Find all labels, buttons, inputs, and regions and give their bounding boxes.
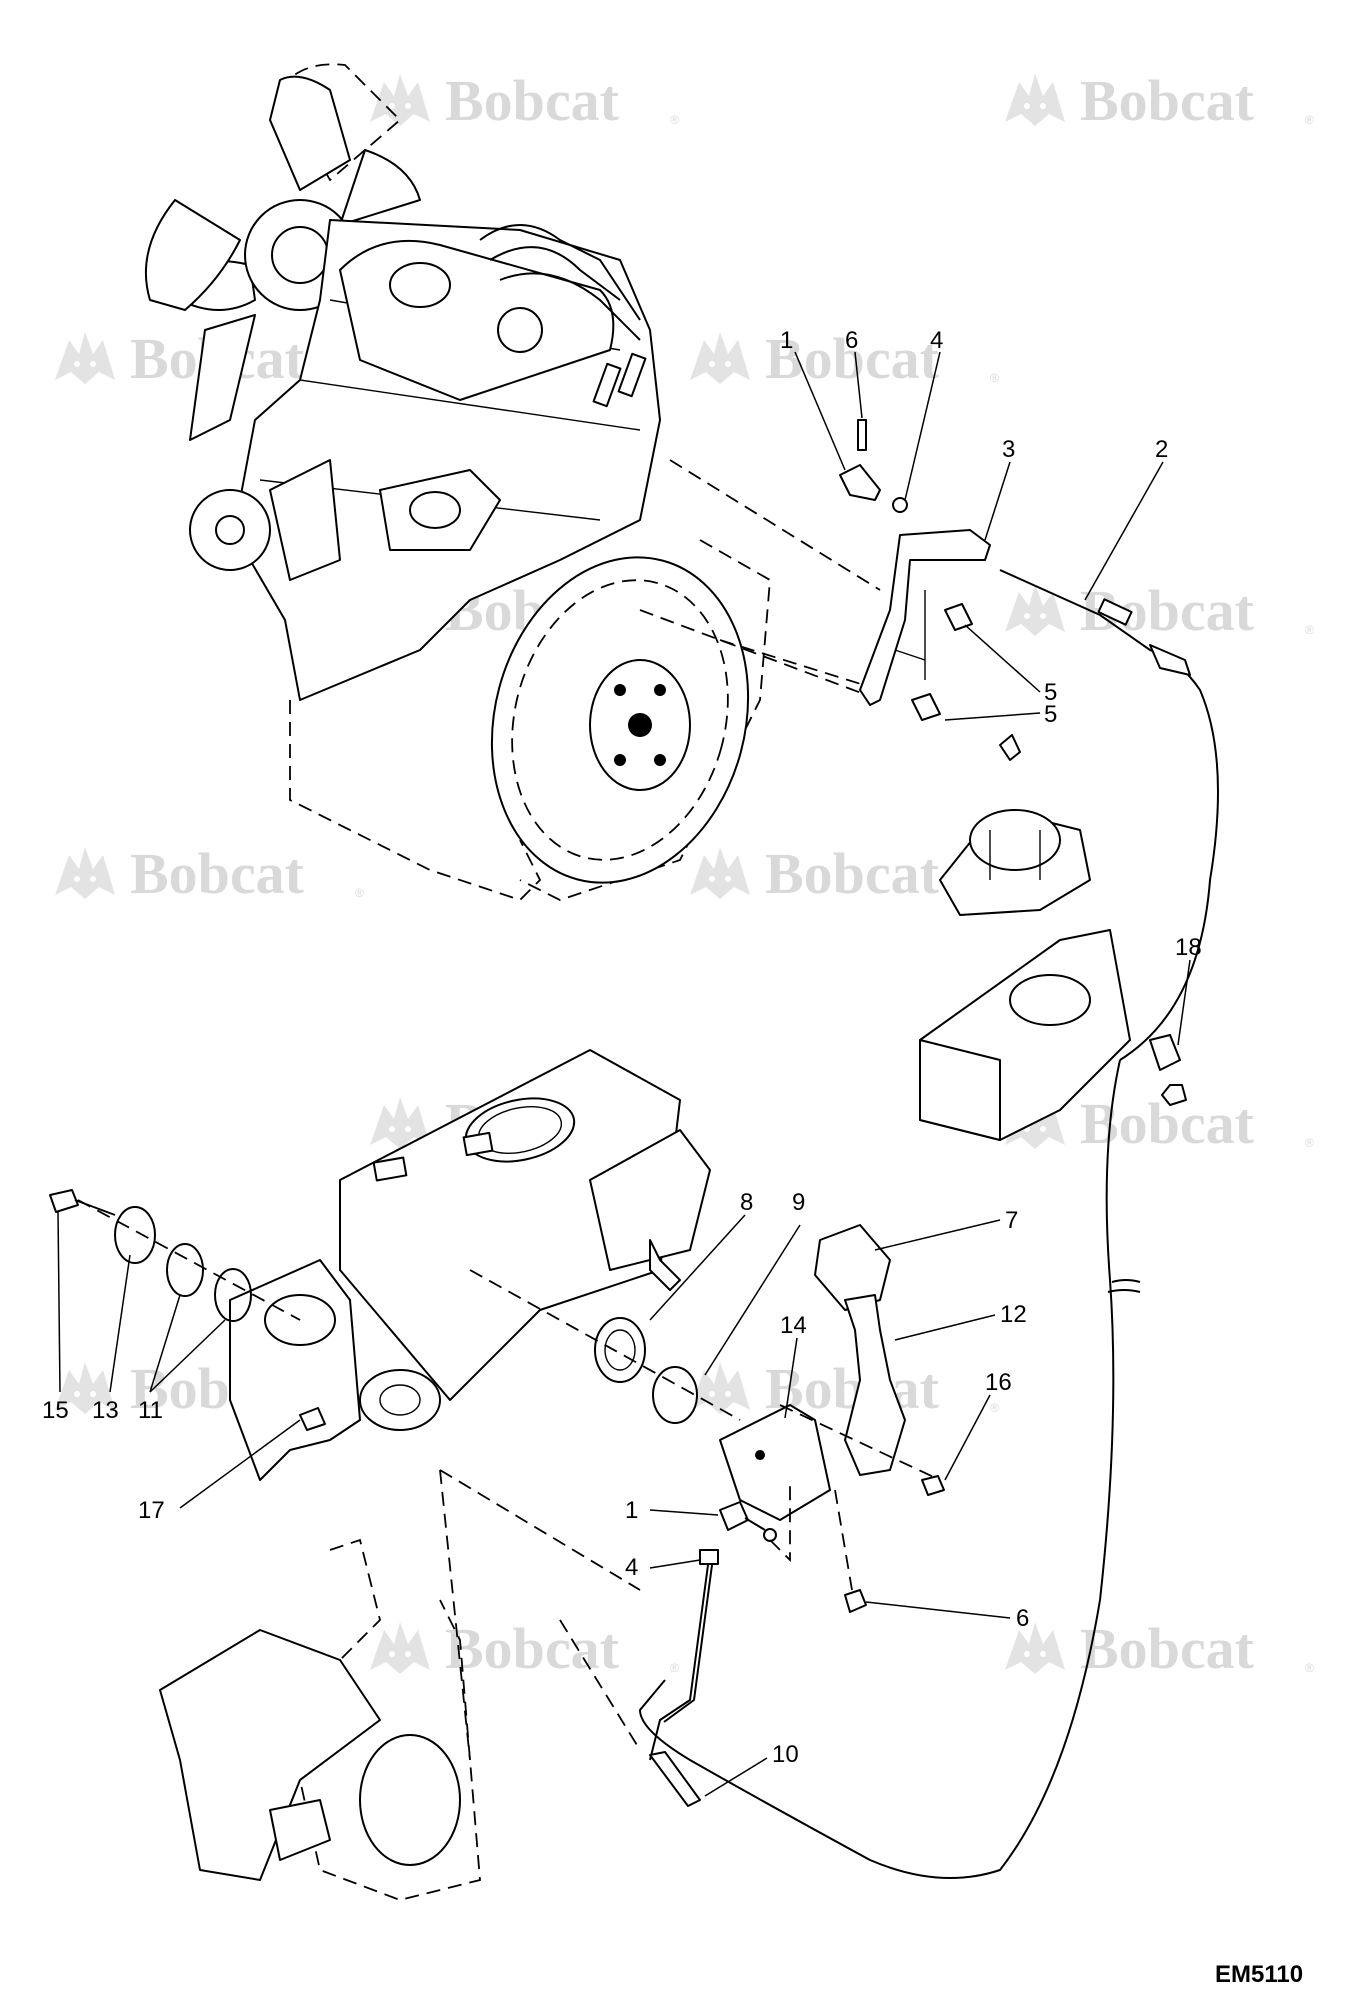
- bobcat-logo-icon: [55, 332, 115, 384]
- nut-17: [299, 1407, 326, 1431]
- callout-14: 14: [780, 1312, 807, 1339]
- nut-16: [921, 1475, 945, 1496]
- watermark-2: Bobcat ®: [1005, 68, 1314, 133]
- bobcat-logo-icon: [1005, 1622, 1065, 1674]
- watermark-6: Bobcat ®: [1005, 578, 1314, 643]
- callout-6-upper: 6: [845, 327, 858, 354]
- side-box: [589, 1129, 711, 1271]
- watermark-text: Bobcat: [765, 841, 940, 906]
- callout-6-lower: 6: [1016, 1605, 1029, 1632]
- flywheel: [490, 556, 750, 884]
- watermark-reg: ®: [1305, 1136, 1314, 1150]
- cable-end-lower: [719, 1501, 749, 1531]
- bobcat-logo-icon: [690, 332, 750, 384]
- watermark-1: Bobcat ®: [370, 68, 679, 133]
- pedal-pad-7: [814, 1224, 891, 1311]
- ring-11a: [166, 1243, 204, 1297]
- watermark-reg: ®: [670, 1661, 679, 1675]
- watermark-reg: ®: [1305, 1661, 1314, 1675]
- callout-1-upper: 1: [780, 327, 793, 354]
- watermark-4: Bobcat ®: [690, 326, 999, 391]
- oil-filler-cap: [389, 262, 451, 308]
- callout-15: 15: [42, 1397, 69, 1424]
- figure-id: EM5110: [1215, 1961, 1303, 1988]
- watermark-text: Bobcat: [1080, 1616, 1255, 1681]
- watermark-text: Bobcat: [1080, 68, 1255, 133]
- callout-4-lower: 4: [625, 1554, 638, 1581]
- watermark-reg: ®: [1305, 113, 1314, 127]
- bolt-lower: [911, 693, 941, 721]
- throttle-cable-return: [638, 1059, 1121, 1879]
- callout-18: 18: [1175, 934, 1202, 961]
- callout-11: 11: [138, 1397, 163, 1424]
- pin-10: [649, 1751, 701, 1807]
- callout-12: 12: [1000, 1301, 1027, 1328]
- washer-13: [114, 1206, 156, 1264]
- throttle-bracket-group: [839, 419, 1219, 1141]
- watermark-14: Bobcat ®: [1005, 1616, 1314, 1681]
- nut-upper: [892, 497, 908, 513]
- callout-13: 13: [92, 1397, 119, 1424]
- bobcat-logo-icon: [690, 1362, 750, 1414]
- oil-pan-outline: [289, 700, 542, 902]
- bobcat-logo-icon: [55, 847, 115, 899]
- watermark-12: Bobcat ®: [690, 1356, 999, 1421]
- bobcat-logo-icon: [1005, 584, 1065, 636]
- callout-16: 16: [985, 1369, 1012, 1396]
- pedal-assembly: [49, 1049, 945, 1901]
- engine-mount: [939, 734, 1091, 916]
- bobcat-logo-icon: [1005, 74, 1065, 126]
- cam-plate-14: [719, 1404, 831, 1521]
- engine-assembly: [144, 63, 881, 902]
- callout-8: 8: [740, 1189, 753, 1216]
- bobcat-logo-icon: [370, 1622, 430, 1674]
- watermark-reg: ®: [355, 886, 364, 900]
- bobcat-logo-icon: [690, 847, 750, 899]
- clip-lower-6: [844, 1589, 867, 1613]
- watermark-7: Bobcat ®: [55, 841, 364, 906]
- callout-1-lower: 1: [625, 1497, 638, 1524]
- callout-9: 9: [792, 1189, 805, 1216]
- watermark-text: Bobcat: [445, 1616, 620, 1681]
- ring-11b: [214, 1268, 252, 1322]
- callout-3: 3: [1002, 436, 1015, 463]
- nut-lower-4: [699, 1549, 719, 1565]
- cable-end-upper: [839, 464, 881, 501]
- watermark-text: Bobcat: [765, 326, 940, 391]
- bolt-15: [49, 1189, 79, 1213]
- callout-2: 2: [1155, 436, 1168, 463]
- callout-leaders: [57, 351, 1191, 1797]
- bolt-upper: [944, 603, 973, 631]
- clip-upper: [857, 419, 867, 451]
- callout-4-upper: 4: [930, 327, 943, 354]
- disc-9: [652, 1366, 698, 1424]
- callout-7: 7: [1005, 1207, 1018, 1234]
- watermark-text: Bobcat: [445, 68, 620, 133]
- watermark-reg: ®: [990, 371, 999, 385]
- throttle-bracket: [859, 529, 991, 706]
- callout-5-lower: 5: [1044, 701, 1057, 728]
- watermark-reg: ®: [1305, 623, 1314, 637]
- callout-17: 17: [138, 1497, 165, 1524]
- cable-clamp: [1149, 1034, 1181, 1071]
- watermark-8: Bobcat ®: [690, 841, 999, 906]
- watermark-reg: ®: [990, 1401, 999, 1415]
- callout-10: 10: [772, 1741, 799, 1768]
- callout-5-upper: 5: [1044, 679, 1057, 706]
- watermark-reg: ®: [670, 113, 679, 127]
- left-plate: [229, 1259, 361, 1481]
- watermark-13: Bobcat ®: [370, 1616, 679, 1681]
- seal-8: [594, 1317, 646, 1383]
- callouts: 1 6 4 3 2 5 5 18 8 9 7 12 14 16 15 13 11…: [42, 327, 1202, 1768]
- frame-housing: [339, 1049, 681, 1401]
- watermark-text: Bobcat: [130, 841, 305, 906]
- pedal-arm-12: [844, 1294, 906, 1476]
